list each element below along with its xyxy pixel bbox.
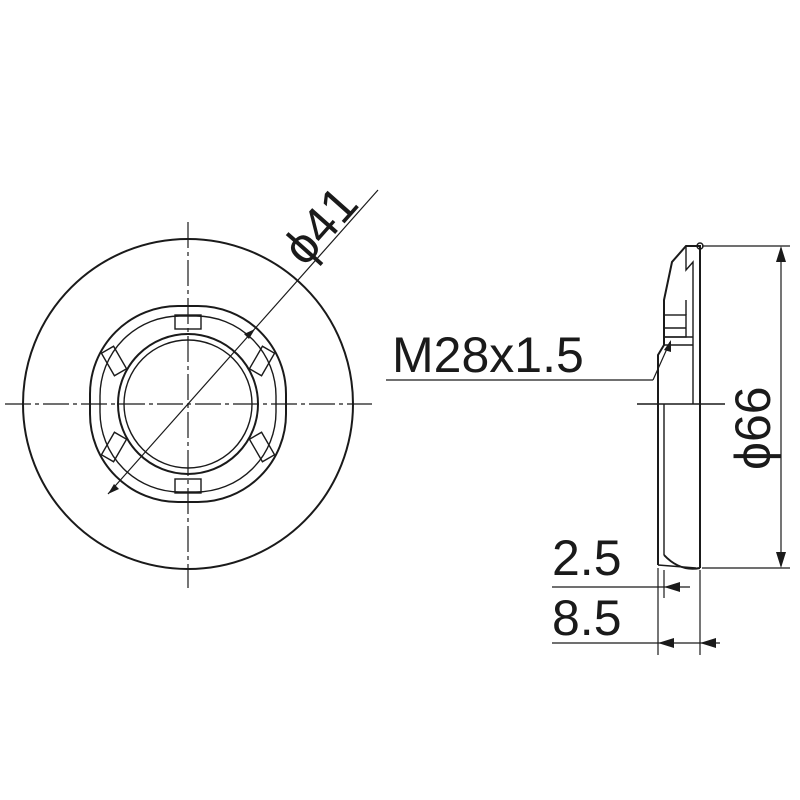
tab-lower-right (248, 431, 276, 463)
part-profile (657, 242, 704, 570)
clip-ring-inner (99, 315, 277, 493)
dim-2-5-label: 2.5 (552, 530, 622, 586)
flange-base (657, 564, 697, 569)
dim-2-5-arrow (664, 582, 680, 592)
dim-8-5-label: 8.5 (552, 590, 622, 646)
tab-lower-left (100, 431, 128, 463)
thickness-dimensions: 2.5 8.5 (552, 530, 720, 655)
upper-body-inner (685, 246, 694, 404)
snap-detail (663, 314, 687, 338)
diameter-41-arrowhead-upper (244, 329, 255, 339)
thread-label: M28x1.5 (392, 327, 584, 383)
outer-flange-circle (22, 238, 354, 570)
front-view: ϕ41 (5, 176, 379, 588)
diameter-41-arrowhead-lower (108, 484, 119, 494)
thread-leader-arrow (664, 340, 671, 352)
tab-top (174, 314, 202, 330)
tab-upper-right (248, 345, 276, 377)
bore-inner-circle (123, 339, 253, 469)
diameter-41-dimension-line (107, 189, 379, 495)
thread-callout: M28x1.5 (386, 327, 671, 383)
bore-outer-circle (117, 333, 259, 475)
diameter-41-label: ϕ41 (271, 176, 368, 276)
tab-bottom (174, 478, 202, 494)
clip-ring-outer (89, 305, 287, 503)
tab-upper-left (100, 345, 128, 377)
side-view: M28x1.5 ϕ66 2.5 8.5 (386, 242, 790, 655)
retention-tabs (100, 314, 276, 494)
diameter-66-dimension: ϕ66 (702, 245, 790, 569)
diameter-66-arrow-bottom (776, 552, 786, 568)
diameter-66-label: ϕ66 (725, 386, 781, 470)
diameter-66-arrow-top (776, 246, 786, 262)
dim-8-5-arrow-right (700, 638, 716, 648)
dim-8-5-arrow-left (658, 638, 674, 648)
